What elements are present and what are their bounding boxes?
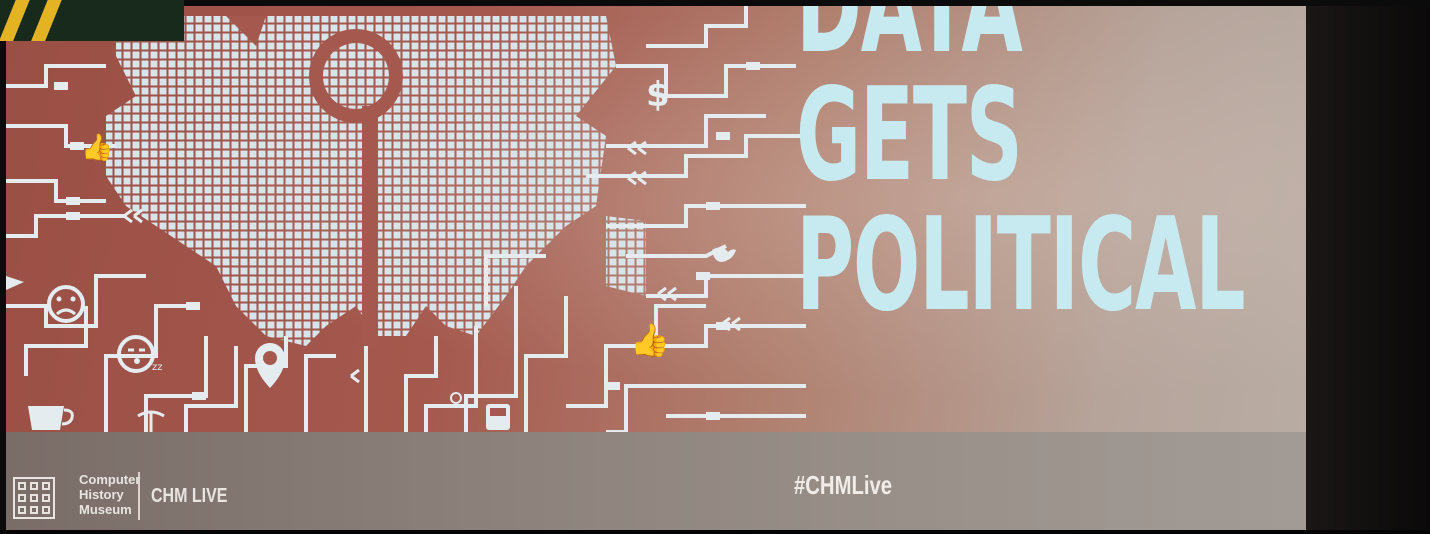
bus-icon — [486, 404, 510, 430]
sad-face-icon — [47, 285, 85, 323]
arrow-icon — [123, 140, 741, 384]
program-name: CHM LIVE — [151, 485, 228, 507]
badge-stroke — [0, 0, 33, 41]
museum-name-line-3: Museum — [79, 502, 132, 517]
svg-text:zz: zz — [152, 362, 163, 373]
thumbs-up-icon: 👍 — [630, 321, 670, 359]
caduceus-icon — [137, 410, 165, 432]
headline-line-1: DATA — [796, 6, 1023, 82]
headline-line-2: GETS — [796, 61, 1023, 210]
bird-icon — [712, 247, 736, 262]
plane-icon — [6, 276, 24, 290]
dollar-icon: $ — [646, 75, 670, 115]
trace-connectors — [54, 62, 760, 420]
music-note-icon — [255, 343, 285, 388]
coffee-cup-icon — [28, 406, 74, 430]
pixel-grid-blob — [106, 16, 646, 346]
museum-name-line-2: History — [79, 487, 124, 502]
headline-line-3: POLITICAL — [796, 191, 1246, 340]
dark-stage-background — [1306, 6, 1430, 534]
sleeping-face-icon: zz — [117, 335, 163, 373]
corner-logo-badge — [0, 0, 184, 41]
projection-screen: $ 👍 👍 zz — [6, 6, 1306, 432]
stage-floor — [0, 530, 1430, 534]
badge-stroke — [29, 0, 65, 41]
event-hashtag: #CHMLive — [794, 470, 893, 500]
thumbs-up-icon: 👍 — [81, 132, 113, 163]
lightbulb-icon — [450, 392, 462, 404]
screen-footer-band: Computer History Museum CHM LIVE #CHMLiv… — [6, 432, 1306, 530]
footer-divider — [138, 472, 140, 520]
museum-logo-icon — [13, 477, 55, 519]
museum-name-line-1: Computer — [79, 472, 141, 487]
circuit-data-artwork: $ 👍 👍 zz — [6, 6, 806, 432]
